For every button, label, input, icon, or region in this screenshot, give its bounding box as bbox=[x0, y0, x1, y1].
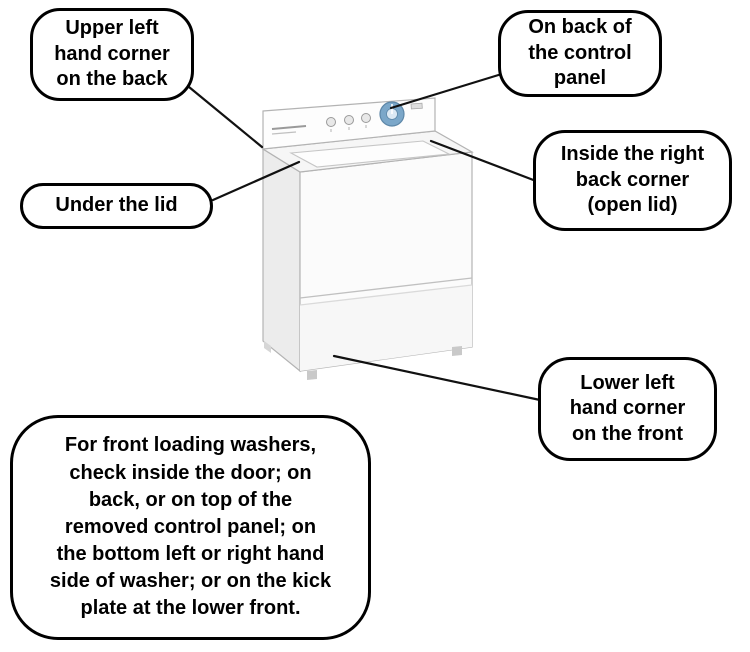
connector-lines bbox=[187, 71, 542, 402]
control-knob-icon bbox=[326, 117, 336, 127]
connector-upper-left-back bbox=[187, 85, 264, 149]
control-knob-icon bbox=[344, 115, 354, 125]
callout-front-loader-note: For front loading washers, check inside … bbox=[10, 415, 371, 640]
callout-under-lid-label: Under the lid bbox=[55, 194, 178, 217]
washer-kick-panel bbox=[300, 285, 472, 371]
callout-lower-left-front-label: Lower left hand corner on the front bbox=[569, 371, 686, 445]
washer-front-seam-shadow bbox=[299, 284, 473, 306]
callout-upper-left-back: Upper left hand corner on the back bbox=[30, 8, 194, 101]
washer-illustration bbox=[261, 97, 474, 380]
connector-under-lid bbox=[211, 160, 301, 202]
brand-mark-secondary bbox=[271, 131, 297, 135]
connector-inside-right-back bbox=[429, 139, 538, 183]
washer-lid bbox=[289, 140, 451, 168]
control-knob-icon bbox=[361, 113, 371, 123]
callout-lower-left-front: Lower left hand corner on the front bbox=[538, 357, 717, 461]
panel-button-icon bbox=[410, 102, 423, 110]
callout-control-panel-back-label: On back of the control panel bbox=[528, 16, 632, 90]
washer-foot bbox=[264, 341, 271, 353]
washer-foot bbox=[307, 370, 317, 380]
washer-foot bbox=[452, 346, 462, 356]
connector-control-panel-back bbox=[389, 71, 507, 110]
callout-control-panel-back: On back of the control panel bbox=[498, 10, 662, 97]
callout-under-lid: Under the lid bbox=[20, 183, 213, 229]
connector-lower-left-front bbox=[332, 354, 542, 402]
callout-front-loader-note-label: For front loading washers, check inside … bbox=[49, 434, 332, 620]
brand-mark bbox=[271, 125, 307, 130]
washer-side-panel bbox=[262, 147, 301, 373]
callout-inside-right-back-label: Inside the right back corner (open lid) bbox=[560, 143, 705, 217]
washer-front-seam-line bbox=[299, 277, 473, 299]
callout-upper-left-back-label: Upper left hand corner on the back bbox=[54, 17, 170, 91]
callout-inside-right-back: Inside the right back corner (open lid) bbox=[533, 130, 732, 231]
